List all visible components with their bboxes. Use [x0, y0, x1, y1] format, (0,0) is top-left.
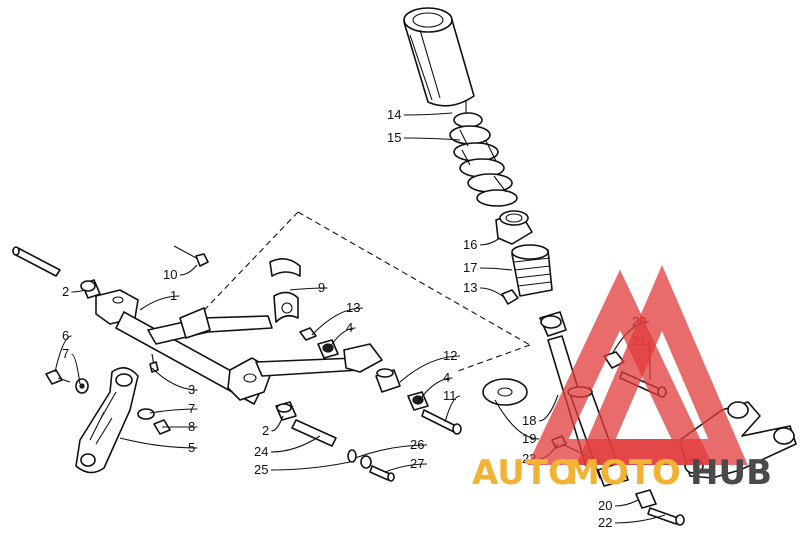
callout-label: 18: [522, 413, 536, 428]
callout-label: 11: [443, 388, 457, 403]
leader-line: [494, 399, 540, 440]
adjuster-nut-16: [495, 210, 533, 245]
bushing-2-lower: [275, 401, 297, 421]
spring-15: [449, 112, 518, 207]
bracket-9: [269, 258, 301, 323]
leader-line: [71, 353, 81, 385]
callout-label: 1: [170, 288, 177, 303]
leader-line: [403, 137, 461, 141]
leader-line: [271, 415, 284, 432]
main-shaft-1: [95, 289, 383, 405]
bolt-11: [421, 409, 462, 435]
shock-cover-14: [403, 7, 475, 115]
callout-label: 9: [318, 280, 325, 295]
callout-label: 13: [346, 300, 360, 315]
leader-line: [119, 437, 198, 449]
callout-label: 14: [387, 107, 401, 122]
leader-line: [149, 408, 198, 414]
callout-label: 15: [387, 130, 401, 145]
callout-label: 3: [188, 382, 195, 397]
callout-label: 12: [443, 348, 457, 363]
pin-3: [149, 353, 159, 373]
callout-leaders: [54, 112, 666, 524]
link-arm-5: [75, 367, 139, 474]
washer-7-right: [137, 408, 155, 420]
leader-line: [354, 444, 428, 459]
watermark-logo: AUTO MOTO HUB: [472, 264, 772, 493]
leader-line: [479, 287, 506, 299]
bushing-4-lower: [407, 391, 429, 411]
callout-label: 19: [522, 431, 536, 446]
watermark-moto: MOTO: [566, 453, 681, 493]
bolt-27: [369, 465, 395, 482]
callout-label: 25: [254, 462, 268, 477]
leader-line: [54, 335, 72, 373]
callout-label: 27: [410, 456, 424, 471]
nut-13-right: [501, 289, 519, 305]
leader-line: [71, 289, 86, 293]
leader-line: [614, 499, 639, 507]
washer-7-left: [75, 378, 89, 394]
callout-label: 22: [598, 515, 612, 530]
leader-line: [444, 395, 461, 423]
bump-stop-17: [511, 244, 553, 297]
leader-line: [403, 112, 453, 116]
leader-line: [327, 327, 356, 351]
leader-line: [311, 307, 364, 336]
callout-label: 7: [188, 401, 195, 416]
callout-label: 20: [598, 498, 612, 513]
callout-label: 7: [62, 346, 69, 361]
washer-19: [482, 378, 528, 406]
spacer-20-lower: [635, 489, 685, 526]
callout-label: 5: [188, 440, 195, 455]
leader-line: [417, 377, 453, 403]
callout-label: 6: [62, 328, 69, 343]
sleeve-12: [375, 368, 401, 393]
callout-label: 16: [463, 237, 477, 252]
nut-13-left: [299, 327, 317, 341]
callout-label: 2: [262, 423, 269, 438]
leader-line: [399, 355, 461, 383]
callout-label: 4: [443, 370, 450, 385]
leader-line: [538, 394, 559, 422]
leader-line: [270, 435, 321, 453]
bushing-2-left: [80, 279, 101, 299]
callout-label: 24: [254, 444, 268, 459]
callout-label: 8: [188, 419, 195, 434]
leader-line: [289, 287, 328, 291]
callout-label: 13: [463, 280, 477, 295]
leader-line: [614, 514, 666, 524]
leader-line: [179, 264, 198, 276]
leader-line: [270, 461, 351, 471]
callout-label: 17: [463, 260, 477, 275]
leader-line: [384, 463, 428, 473]
reference-lines: [189, 211, 531, 373]
leader-line: [151, 367, 198, 391]
washer-25: [347, 449, 357, 463]
screw-6: [45, 369, 71, 385]
leader-line: [139, 295, 180, 311]
callout-label: 26: [410, 437, 424, 452]
rod-24: [291, 419, 337, 447]
callout-label: 4: [346, 320, 353, 335]
pin-rod-left: [12, 246, 61, 277]
watermark-hub: HUB: [690, 453, 772, 493]
leader-line: [479, 267, 513, 271]
callout-label: 10: [163, 267, 177, 282]
washer-26: [360, 455, 372, 469]
pin-10: [173, 245, 209, 267]
leader-line: [479, 237, 501, 246]
callout-label: 2: [62, 284, 69, 299]
watermark-auto: AUTO: [472, 453, 577, 493]
